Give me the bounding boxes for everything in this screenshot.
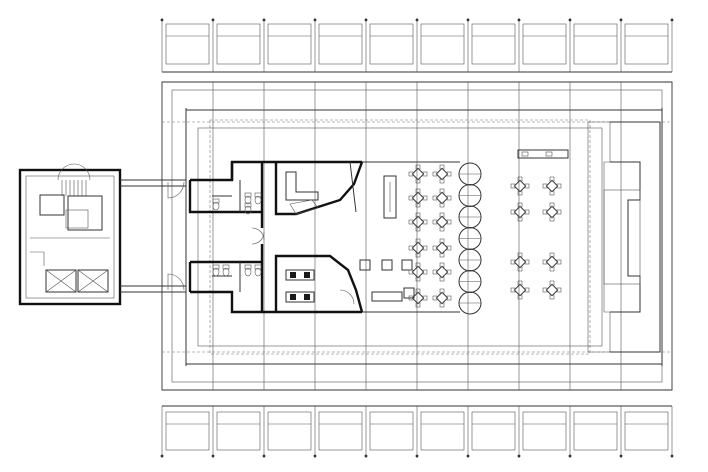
table-chair-icon: [432, 212, 452, 232]
core-walls: [188, 160, 460, 314]
louver-panel: [466, 406, 516, 458]
toilet-icon: [212, 264, 220, 277]
louver-panel: [415, 406, 465, 458]
table-chair-icon: [542, 176, 562, 196]
louver-panel: [364, 406, 414, 458]
toilet-icon: [244, 264, 252, 277]
stair-icon: [57, 163, 91, 181]
table-chair-icon: [408, 238, 428, 258]
table-chair-icon: [408, 164, 428, 184]
louver-panel: [313, 18, 363, 72]
door-swing-icon: [251, 227, 265, 241]
louver-panel: [568, 406, 618, 458]
louver-panel: [517, 406, 567, 458]
bottom-louver-band: [160, 405, 674, 458]
table-chair-icon: [510, 176, 530, 196]
round-table: [458, 205, 482, 229]
round-table: [458, 248, 482, 272]
door-swing-icon: [251, 231, 265, 245]
table-chair-icon: [432, 238, 452, 258]
door-swing-icon: [339, 289, 355, 305]
door-swing-icon: [167, 273, 185, 291]
toilet-icon: [254, 264, 262, 277]
table-chair-icon: [432, 262, 452, 282]
round-table: [458, 162, 482, 186]
louver-panel: [466, 18, 516, 72]
louver-panel: [160, 406, 210, 458]
table-chair-icon: [542, 202, 562, 222]
right-terrace: [587, 121, 661, 353]
table-groups: [408, 164, 562, 308]
toilet-icon: [244, 202, 252, 215]
louver-panel: [364, 18, 414, 72]
round-tables: [458, 162, 482, 315]
louver-panel: [619, 18, 669, 72]
glazing: [185, 108, 663, 366]
toilet-icon: [244, 192, 252, 205]
stair-tower: [18, 163, 122, 306]
louver-panel: [517, 18, 567, 72]
louver-panel: [262, 406, 312, 458]
door-swings: [167, 181, 355, 305]
table-chair-icon: [408, 188, 428, 208]
table-chair-icon: [432, 188, 452, 208]
sofa-icon: [285, 269, 315, 281]
toilet-icon: [212, 198, 220, 211]
table-chair-icon: [408, 212, 428, 232]
table-chair-icon: [408, 288, 428, 308]
toilet-icon: [254, 192, 262, 205]
table-chair-icon: [542, 280, 562, 300]
louver-panel: [211, 18, 261, 72]
kitchen: [285, 149, 569, 219]
table-chair-icon: [510, 280, 530, 300]
round-table: [458, 227, 482, 250]
bridges: [120, 179, 186, 293]
table-chair-icon: [510, 202, 530, 222]
louver-panel: [568, 18, 618, 72]
table-chair-icon: [432, 164, 452, 184]
structural-grid: [161, 82, 673, 390]
louver-panel: [415, 18, 465, 72]
table-chair-icon: [542, 252, 562, 272]
lounge: [285, 259, 415, 303]
louver-panel: [211, 406, 261, 458]
toilet-icon: [222, 264, 230, 277]
table-chair-icon: [432, 288, 452, 308]
louver-panel: [619, 406, 669, 458]
louver-panel: [160, 18, 210, 72]
sofa-icon: [285, 291, 315, 303]
table-chair-icon: [408, 262, 428, 282]
louver-panel: [313, 406, 363, 458]
table-chair-icon: [510, 252, 530, 272]
round-table: [458, 184, 482, 207]
toilets: [212, 192, 262, 277]
top-louver-band: [160, 18, 674, 73]
round-table: [458, 270, 482, 293]
louver-panel: [262, 18, 312, 72]
door-swing-icon: [167, 181, 185, 199]
round-table: [458, 291, 482, 315]
